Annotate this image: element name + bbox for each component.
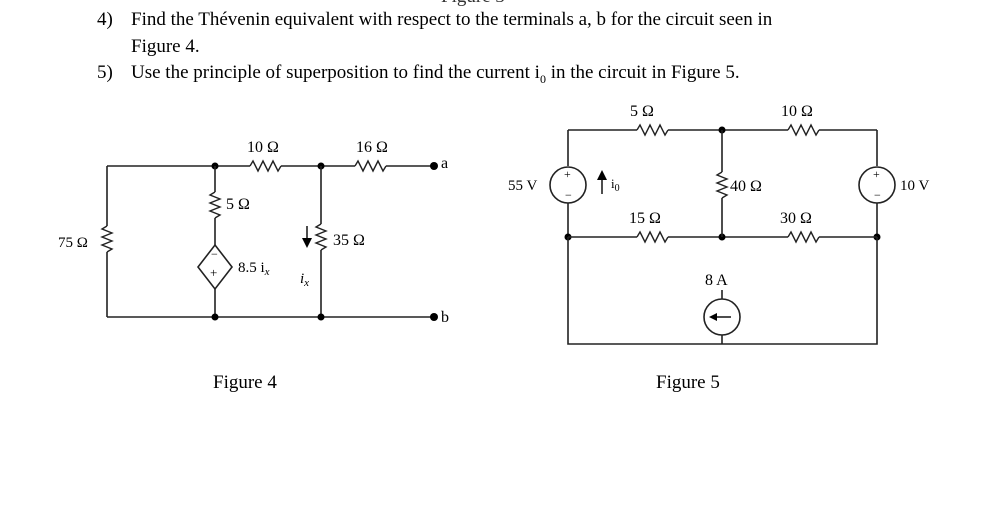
question-number: 4) bbox=[97, 9, 113, 30]
header-fragment: Figure 3 bbox=[441, 0, 505, 9]
current-arrow-head bbox=[709, 313, 717, 321]
label-r40: 40 Ω bbox=[730, 178, 762, 195]
terminal-a-dot bbox=[430, 162, 438, 170]
node-dot bbox=[211, 313, 219, 321]
resistor-5-ohm bbox=[636, 123, 669, 137]
label-r30: 30 Ω bbox=[780, 210, 812, 227]
resistor-10-ohm bbox=[249, 159, 282, 173]
label-r10: 10 Ω bbox=[247, 139, 279, 156]
label-minus-55v: − bbox=[565, 188, 572, 202]
resistor-10-ohm bbox=[787, 123, 820, 137]
label-r16: 16 Ω bbox=[356, 139, 388, 156]
label-dependent-source: 8.5 ix bbox=[238, 260, 270, 278]
resistor-40-ohm bbox=[715, 171, 729, 199]
label-terminal-b: b bbox=[441, 309, 449, 326]
label-r35: 35 Ω bbox=[333, 232, 365, 249]
question-number: 5) bbox=[97, 62, 113, 83]
current-arrow-head bbox=[302, 238, 312, 248]
figure-4-circuit: 10 Ω 16 Ω 5 Ω 75 Ω 35 Ω a b + − 8.5 ix i… bbox=[58, 139, 449, 326]
label-minus-10v: − bbox=[874, 188, 881, 202]
question-4-continuation: Figure 4. bbox=[131, 36, 200, 57]
subscript: 0 bbox=[539, 71, 546, 86]
label-r10: 10 Ω bbox=[781, 103, 813, 120]
resistor-15-ohm bbox=[636, 230, 669, 244]
current-arrow-head bbox=[597, 170, 607, 180]
terminal-b-dot bbox=[430, 313, 438, 321]
resistor-5-ohm bbox=[208, 191, 222, 219]
wire bbox=[742, 237, 878, 345]
figure-5-caption: Figure 5 bbox=[656, 372, 720, 393]
question-text-start: Use the principle of superposition to fi… bbox=[131, 62, 540, 83]
label-io: i0 bbox=[611, 176, 620, 194]
question-text: Find the Thévenin equivalent with respec… bbox=[131, 9, 773, 30]
label-plus-55v: + bbox=[564, 167, 571, 181]
resistor-30-ohm bbox=[787, 230, 820, 244]
label-r5: 5 Ω bbox=[226, 196, 250, 213]
figure-5-circuit: 5 Ω 10 Ω 40 Ω 15 Ω 30 Ω 55 V 10 V 8 A i0… bbox=[508, 103, 929, 345]
label-plus-10v: + bbox=[873, 167, 880, 181]
label-r15: 15 Ω bbox=[629, 210, 661, 227]
wire bbox=[567, 237, 702, 345]
resistor-16-ohm bbox=[354, 159, 387, 173]
label-plus: + bbox=[210, 265, 217, 280]
label-r5: 5 Ω bbox=[630, 103, 654, 120]
node-dot bbox=[317, 313, 325, 321]
question-text: Use the principle of superposition to fi… bbox=[131, 61, 740, 91]
label-10v: 10 V bbox=[900, 178, 929, 194]
label-r75: 75 Ω bbox=[58, 235, 88, 251]
question-text-end: in the circuit in Figure 5. bbox=[545, 62, 740, 83]
resistor-35-ohm bbox=[314, 223, 328, 251]
resistor-75-ohm bbox=[100, 225, 114, 253]
label-terminal-a: a bbox=[441, 155, 448, 172]
label-ix: ix bbox=[300, 271, 309, 289]
label-55v: 55 V bbox=[508, 178, 537, 194]
label-minus: − bbox=[211, 247, 218, 261]
label-8a: 8 A bbox=[705, 272, 728, 289]
figure-4-caption: Figure 4 bbox=[213, 372, 277, 393]
